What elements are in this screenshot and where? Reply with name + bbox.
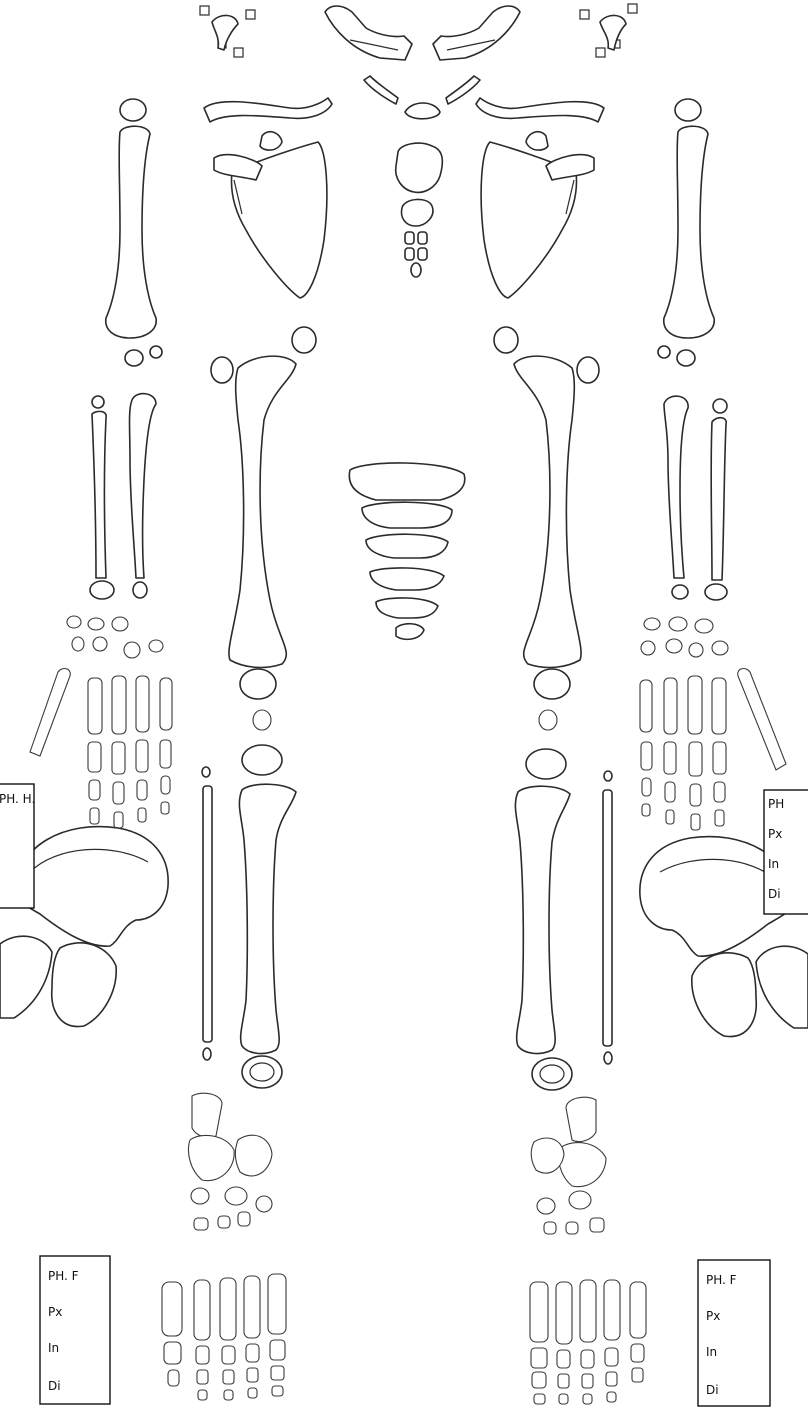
clavicle-right	[476, 98, 604, 122]
label-box-foot-left: PH. F Px In Di	[40, 1256, 110, 1404]
scapula-right	[481, 132, 594, 298]
foot-right	[530, 1097, 646, 1404]
foot-right-box-title: PH. F	[706, 1273, 737, 1287]
foot-right-box-row-distal: Di	[706, 1383, 719, 1397]
humerus-right	[658, 99, 714, 366]
mandible-right	[433, 6, 520, 60]
mandible-left	[325, 6, 412, 60]
humerus-left	[106, 99, 162, 366]
femur-right	[494, 327, 599, 730]
ossicles-left	[200, 6, 255, 57]
scapula-left	[214, 132, 327, 298]
femur-left	[211, 327, 316, 730]
hand-left	[30, 616, 172, 828]
sacrum	[349, 463, 464, 639]
foot-left-box-title: PH. F	[48, 1269, 79, 1283]
hand-right-box-row-distal: Di	[768, 887, 781, 901]
hand-right-box-row-intermediate: In	[768, 857, 779, 871]
hyoid-parts	[364, 76, 480, 119]
ossicles-right	[580, 4, 637, 57]
hand-right-box-title: PH	[768, 797, 784, 811]
forearm-left	[90, 394, 156, 599]
forearm-right	[664, 396, 727, 600]
foot-left-box-row-distal: Di	[48, 1379, 61, 1393]
foot-left	[162, 1093, 286, 1400]
leg-left	[202, 745, 296, 1088]
foot-left-box-row-proximal: Px	[48, 1305, 62, 1319]
foot-left-box-row-intermediate: In	[48, 1341, 59, 1355]
label-box-foot-right: PH. F Px In Di	[698, 1260, 770, 1406]
clavicle-left	[204, 98, 332, 122]
foot-right-box-row-proximal: Px	[706, 1309, 720, 1323]
label-box-hand-right: PH Px In Di	[764, 790, 808, 914]
hand-right-box-row-proximal: Px	[768, 827, 782, 841]
label-box-hand-left: PH. H.	[0, 784, 35, 908]
leg-right	[515, 749, 612, 1090]
foot-right-box-row-intermediate: In	[706, 1345, 717, 1359]
hand-left-box-title: PH. H.	[0, 792, 35, 806]
sternum	[396, 143, 443, 277]
